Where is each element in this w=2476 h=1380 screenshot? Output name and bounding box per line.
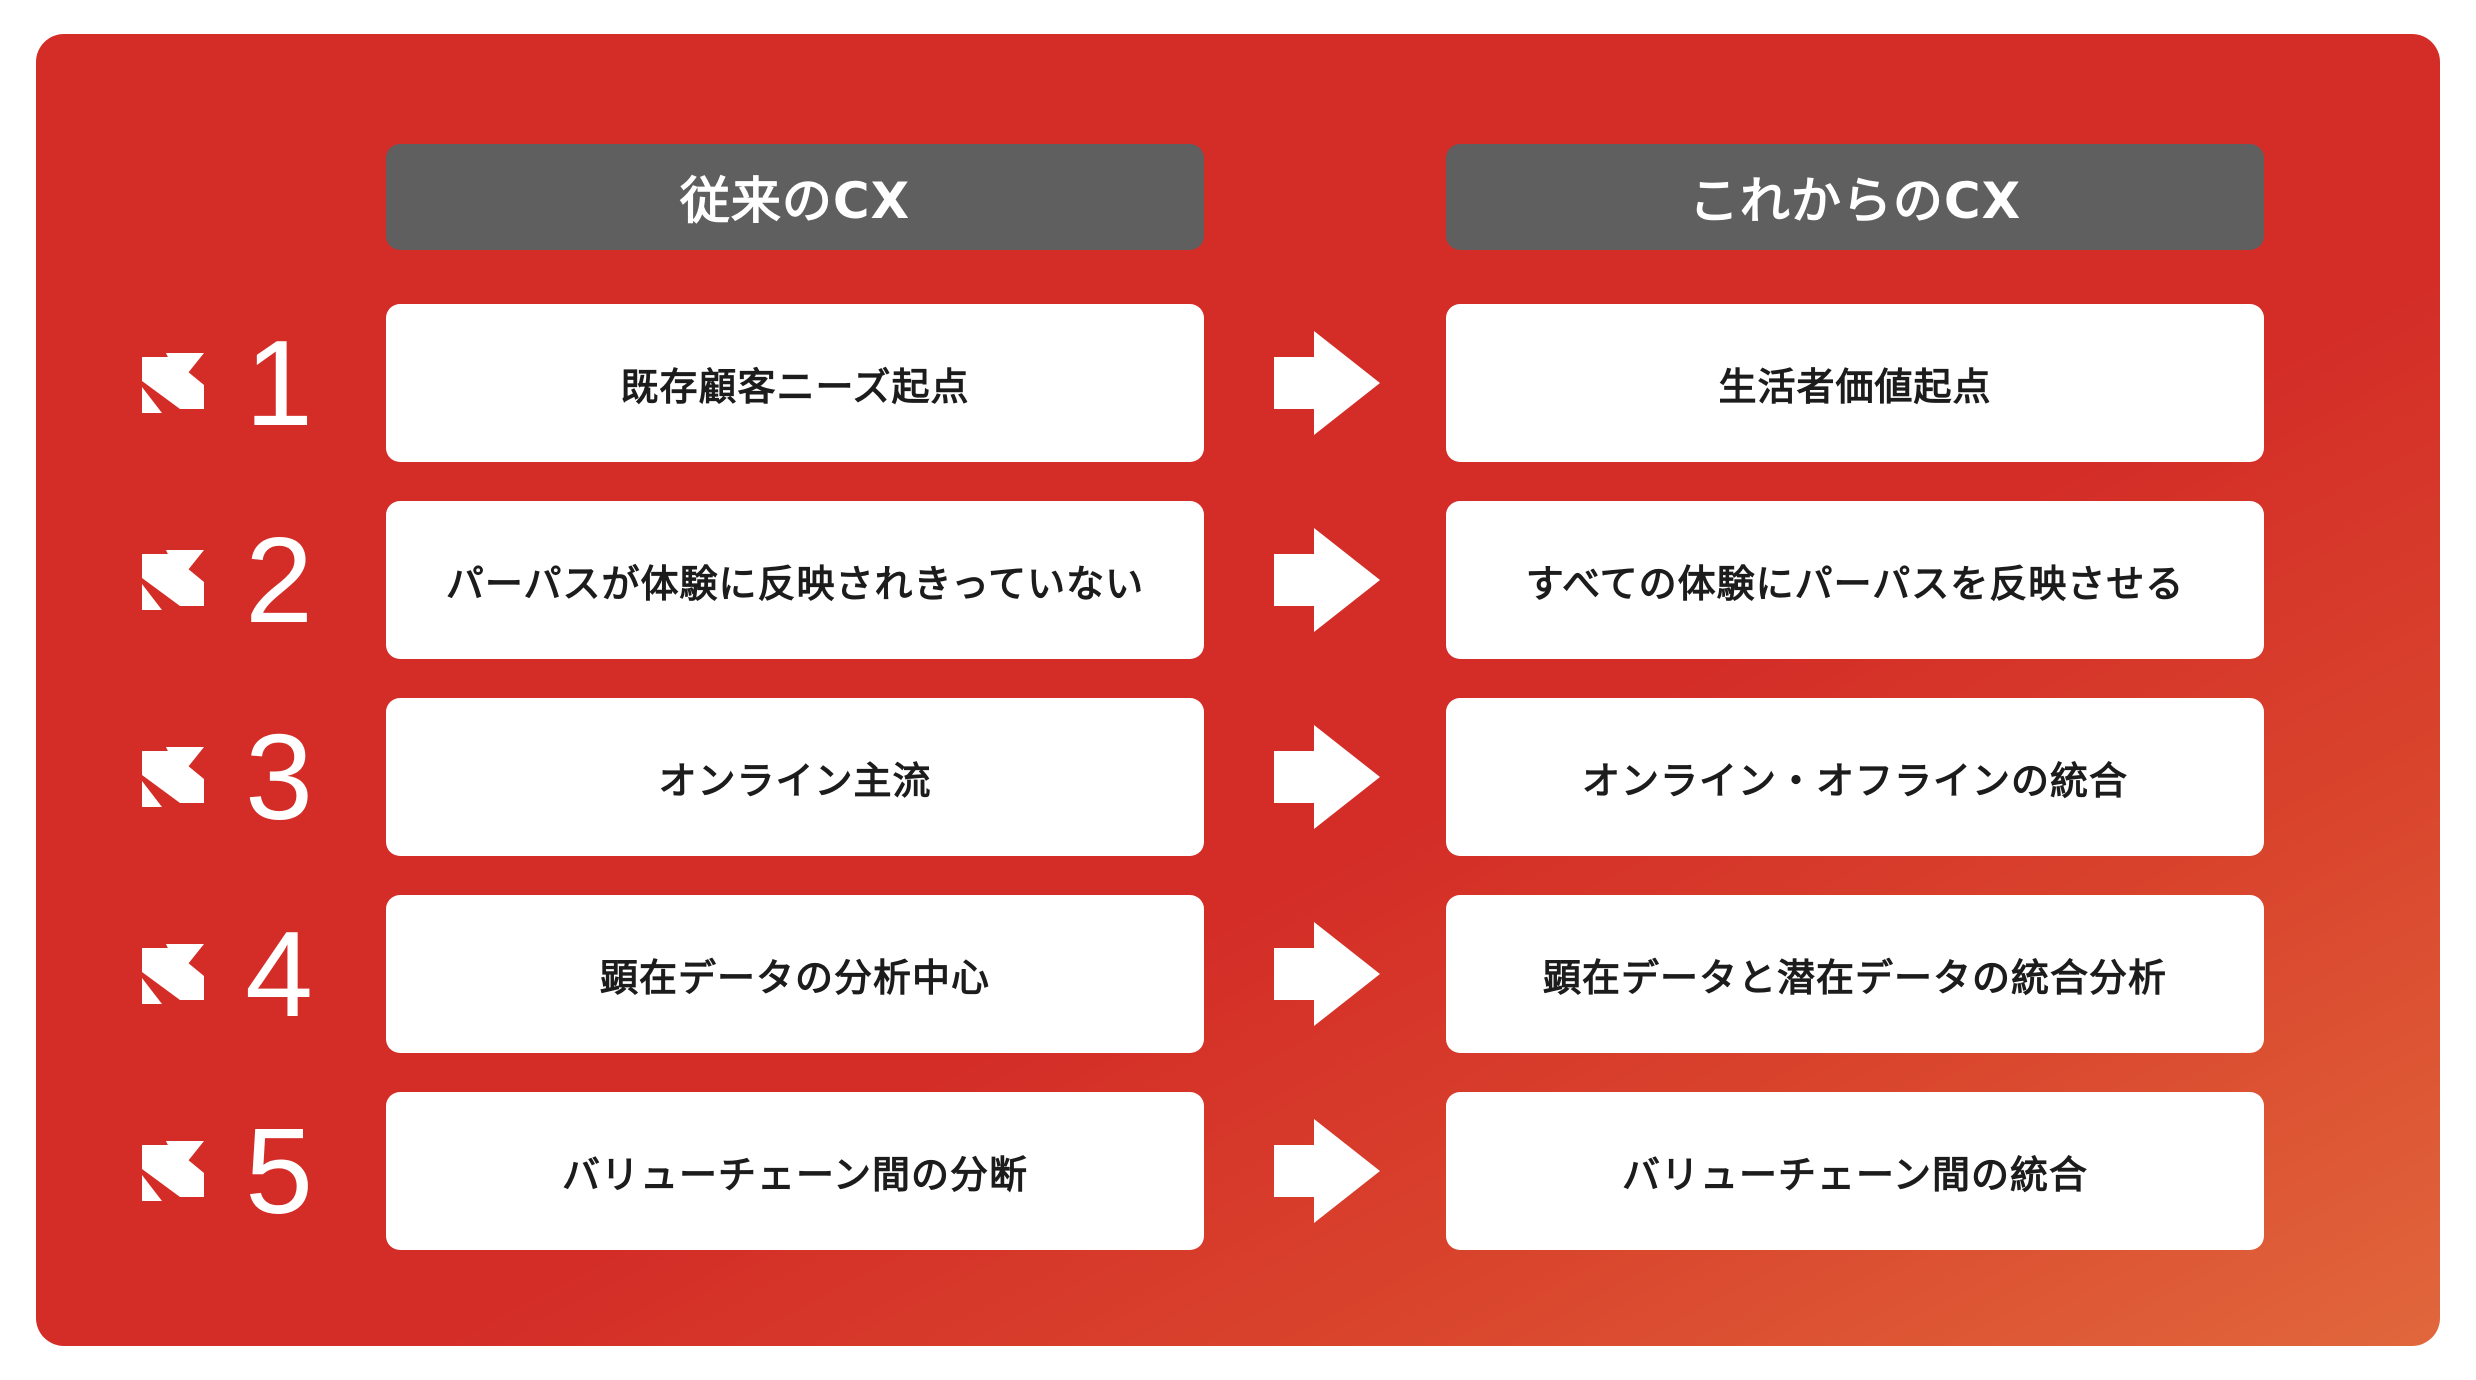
comparison-row-5: 5 バリューチェーン間の分断 バリューチェーン間の統合 xyxy=(36,1092,2440,1250)
arrow-right-icon xyxy=(1274,1119,1380,1223)
conventional-item: バリューチェーン間の分断 xyxy=(386,1092,1204,1250)
conventional-item-text: 顕在データの分析中心 xyxy=(599,955,990,1000)
conventional-item: 顕在データの分析中心 xyxy=(386,895,1204,1053)
header-future-cx: これからのCX xyxy=(1446,144,2264,250)
header-conventional-cx-label: 従来のCX xyxy=(679,172,911,230)
comparison-row-4: 4 顕在データの分析中心 顕在データと潜在データの統合分析 xyxy=(36,895,2440,1053)
logo-mark-icon xyxy=(140,304,204,462)
row-number: 3 xyxy=(245,709,313,845)
arrow-right-icon xyxy=(1274,528,1380,632)
future-item-text: すべての体験にパーパスを反映させる xyxy=(1525,561,2185,606)
row-number: 4 xyxy=(245,906,313,1042)
future-item: オンライン・オフラインの統合 xyxy=(1446,698,2264,856)
future-item-text: 顕在データと潜在データの統合分析 xyxy=(1542,955,2167,1000)
future-item: バリューチェーン間の統合 xyxy=(1446,1092,2264,1250)
conventional-item: 既存顧客ニーズ起点 xyxy=(386,304,1204,462)
logo-mark-icon xyxy=(140,1092,204,1250)
conventional-item: パーパスが体験に反映されきっていない xyxy=(386,501,1204,659)
comparison-row-3: 3 オンライン主流 オンライン・オフラインの統合 xyxy=(36,698,2440,856)
future-item: 顕在データと潜在データの統合分析 xyxy=(1446,895,2264,1053)
logo-mark-icon xyxy=(140,501,204,659)
arrow-right-icon xyxy=(1274,725,1380,829)
future-item: すべての体験にパーパスを反映させる xyxy=(1446,501,2264,659)
comparison-row-2: 2 パーパスが体験に反映されきっていない すべての体験にパーパスを反映させる xyxy=(36,501,2440,659)
future-item-text: バリューチェーン間の統合 xyxy=(1621,1152,2089,1197)
logo-mark-icon xyxy=(140,698,204,856)
row-number: 1 xyxy=(245,315,313,451)
conventional-item-text: パーパスが体験に反映されきっていない xyxy=(445,561,1145,606)
row-number: 5 xyxy=(245,1103,313,1239)
conventional-item-text: オンライン主流 xyxy=(658,758,932,803)
row-number: 2 xyxy=(245,512,313,648)
arrow-right-icon xyxy=(1274,922,1380,1026)
future-item-text: オンライン・オフラインの統合 xyxy=(1581,758,2128,803)
conventional-item: オンライン主流 xyxy=(386,698,1204,856)
header-future-cx-label: これからのCX xyxy=(1688,172,2022,230)
comparison-panel: 従来のCX これからのCX 1 既存顧客ニーズ起点 生活者価値起点 2 パーパス… xyxy=(36,34,2440,1346)
comparison-row-1: 1 既存顧客ニーズ起点 生活者価値起点 xyxy=(36,304,2440,462)
conventional-item-text: バリューチェーン間の分断 xyxy=(561,1152,1029,1197)
conventional-item-text: 既存顧客ニーズ起点 xyxy=(620,364,970,409)
future-item-text: 生活者価値起点 xyxy=(1718,364,1992,409)
header-conventional-cx: 従来のCX xyxy=(386,144,1204,250)
arrow-right-icon xyxy=(1274,331,1380,435)
future-item: 生活者価値起点 xyxy=(1446,304,2264,462)
logo-mark-icon xyxy=(140,895,204,1053)
